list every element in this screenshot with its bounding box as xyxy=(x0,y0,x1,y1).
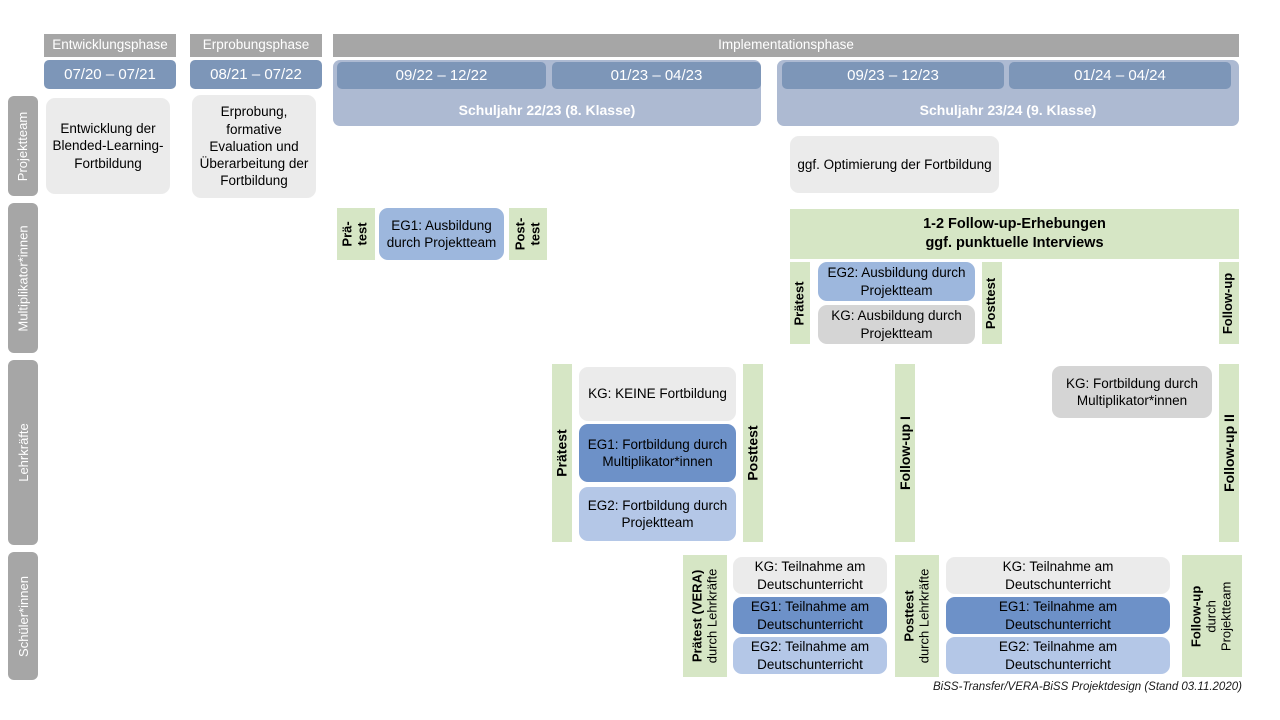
test-col-praetest-multiplikator-2: Prätest xyxy=(790,262,810,344)
praetest-vera-sub-label: durch Lehrkräfte xyxy=(704,568,720,664)
card-eg2-fortbildung-projektteam: EG2: Fortbildung durch Projektteam xyxy=(579,487,736,541)
period-bar-0124-0424: 01/24 – 04/24 xyxy=(1009,62,1231,89)
card-eg1-teilnahme-deutschunterricht-2: EG1: Teilnahme am Deutschunterricht xyxy=(946,597,1170,634)
period-bar-0123-0423: 01/23 – 04/23 xyxy=(552,62,761,89)
phase-bar-implementationsphase: Implementationsphase xyxy=(333,34,1239,57)
followup-1-label: Follow-up I xyxy=(896,416,913,490)
followup-2-label: Follow-up II xyxy=(1220,414,1237,492)
card-eg2-ausbildung-projektteam: EG2: Ausbildung durch Projektteam xyxy=(818,262,975,301)
banner-line-1: 1-2 Follow-up-Erhebungen xyxy=(923,216,1106,233)
row-label-schuelerinnen: Schüler*innen xyxy=(8,552,38,680)
test-col-posttest-multiplikator-2: Posttest xyxy=(982,262,1002,344)
row-label-schuelerinnen-text: Schüler*innen xyxy=(15,575,31,657)
posttest-schueler-sub-label: durch Lehrkräfte xyxy=(916,568,932,664)
test-col-praetest-vera: Prätest (VERA) durch Lehrkräfte xyxy=(683,555,727,677)
card-kg-teilnahme-deutschunterricht-2: KG: Teilnahme am Deutschunterricht xyxy=(946,557,1170,594)
posttest-label: Posttest xyxy=(983,277,999,329)
test-col-followup-2-lehrkraefte: Follow-up II xyxy=(1219,364,1239,542)
phase-bar-erprobungsphase: Erprobungsphase xyxy=(190,34,322,57)
followup-schueler-sub1-label: durch xyxy=(1203,599,1219,633)
test-col-praetest-lehrkraefte: Prätest xyxy=(552,364,572,542)
card-eg1-teilnahme-deutschunterricht: EG1: Teilnahme am Deutschunterricht xyxy=(733,597,887,634)
test-col-posttest-multiplikator: Post- test xyxy=(509,208,547,260)
row-label-lehrkraefte-text: Lehrkräfte xyxy=(15,423,31,482)
phase-bar-entwicklungsphase: Entwicklungsphase xyxy=(44,34,176,57)
card-optimierung-fortbildung: ggf. Optimierung der Fortbildung xyxy=(790,136,999,193)
row-label-lehrkraefte: Lehrkräfte xyxy=(8,360,38,545)
posttest-schueler-label: Posttest xyxy=(901,590,917,642)
followup-schueler-label: Follow-up xyxy=(1188,585,1204,647)
row-label-projektteam: Projektteam xyxy=(8,96,38,196)
card-eg2-teilnahme-deutschunterricht: EG2: Teilnahme am Deutschunterricht xyxy=(733,637,887,674)
card-entwicklung-fortbildung: Entwicklung der Blended-Learning-Fortbil… xyxy=(46,98,170,194)
followup-label: Follow-up xyxy=(1220,272,1236,334)
posttest-short-line2: test xyxy=(527,222,542,246)
praetest-lehrkraefte-label: Prätest xyxy=(553,429,570,477)
test-col-followup-multiplikator: Follow-up xyxy=(1219,262,1239,344)
period-bar-0923-1223: 09/23 – 12/23 xyxy=(782,62,1004,89)
test-col-followup-schueler: Follow-up durch Projektteam xyxy=(1182,555,1242,677)
praetest-short-line2: test xyxy=(354,222,370,246)
test-col-posttest-lehrkraefte: Posttest xyxy=(743,364,763,542)
test-col-praetest-multiplikator: Prä- test xyxy=(337,208,375,260)
row-label-multiplikatorinnen: Multiplikator*innen xyxy=(8,203,38,353)
card-eg1-fortbildung-multiplikator: EG1: Fortbildung durch Multiplikator*inn… xyxy=(579,424,736,482)
period-bar-0922-1222: 09/22 – 12/22 xyxy=(337,62,546,89)
period-bar-0821-0722: 08/21 – 07/22 xyxy=(190,60,322,89)
banner-followup-erhebungen: 1-2 Follow-up-Erhebungen ggf. punktuelle… xyxy=(790,209,1239,259)
followup-schueler-sub2-label: Projektteam xyxy=(1218,581,1234,651)
card-eg2-teilnahme-deutschunterricht-2: EG2: Teilnahme am Deutschunterricht xyxy=(946,637,1170,674)
card-kg-keine-fortbildung: KG: KEINE Fortbildung xyxy=(579,367,736,421)
posttest-short-line1: Post- xyxy=(512,217,528,251)
banner-line-2: ggf. punktuelle Interviews xyxy=(925,235,1104,251)
card-kg-teilnahme-deutschunterricht: KG: Teilnahme am Deutschunterricht xyxy=(733,557,887,594)
figure-footnote: BiSS-Transfer/VERA-BiSS Projektdesign (S… xyxy=(933,681,1242,693)
card-kg-ausbildung-projektteam: KG: Ausbildung durch Projektteam xyxy=(818,305,975,344)
posttest-lehrkraefte-label: Posttest xyxy=(744,425,761,481)
card-kg-fortbildung-multiplikator: KG: Fortbildung durch Multiplikator*inne… xyxy=(1052,366,1212,418)
praetest-label: Prätest xyxy=(791,280,807,326)
praetest-vera-label: Prätest (VERA) xyxy=(689,569,705,663)
card-eg1-ausbildung-projektteam: EG1: Ausbildung durch Projektteam xyxy=(379,208,504,260)
test-col-posttest-schueler: Posttest durch Lehrkräfte xyxy=(895,555,939,677)
row-label-multiplikatorinnen-text: Multiplikator*innen xyxy=(15,224,31,332)
period-bar-0720-0721: 07/20 – 07/21 xyxy=(44,60,176,89)
test-col-followup-1-lehrkraefte: Follow-up I xyxy=(895,364,915,542)
card-erprobung-evaluation: Erprobung, formative Evaluation und Über… xyxy=(192,95,316,198)
row-label-projektteam-text: Projektteam xyxy=(15,111,31,181)
